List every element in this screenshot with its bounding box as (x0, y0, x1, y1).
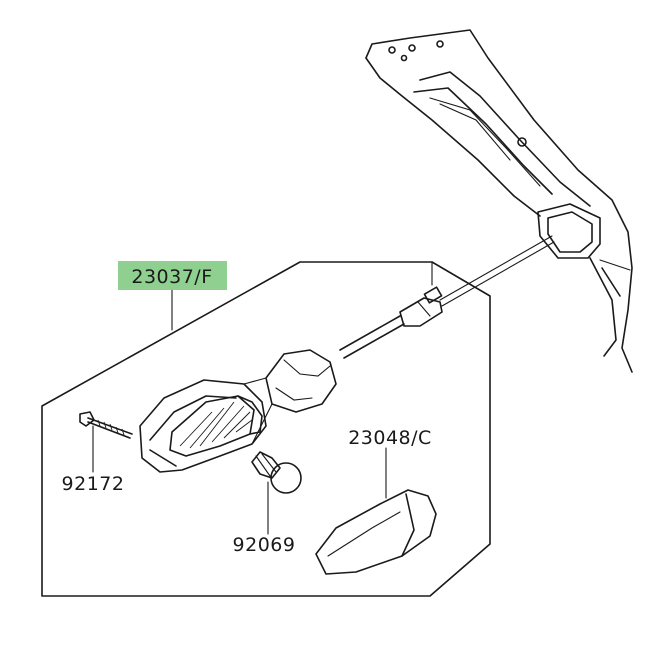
screw-part (79, 411, 133, 439)
part-label-signal-assembly[interactable]: 23037/F (131, 266, 212, 288)
wire-harness (339, 235, 555, 359)
part-label-bulb[interactable]: 92069 (233, 534, 296, 556)
part-label-lens[interactable]: 23048/C (348, 427, 432, 449)
part-highlight (118, 261, 227, 290)
leader-lines (92, 289, 387, 535)
assembly-border (41, 261, 491, 597)
wire-connector (399, 297, 443, 327)
lens-part (315, 489, 437, 575)
turn-signal-assembly (139, 349, 337, 473)
bulb-part (251, 451, 302, 494)
part-label-screw[interactable]: 92172 (62, 473, 125, 495)
frame-bracket (365, 29, 633, 373)
